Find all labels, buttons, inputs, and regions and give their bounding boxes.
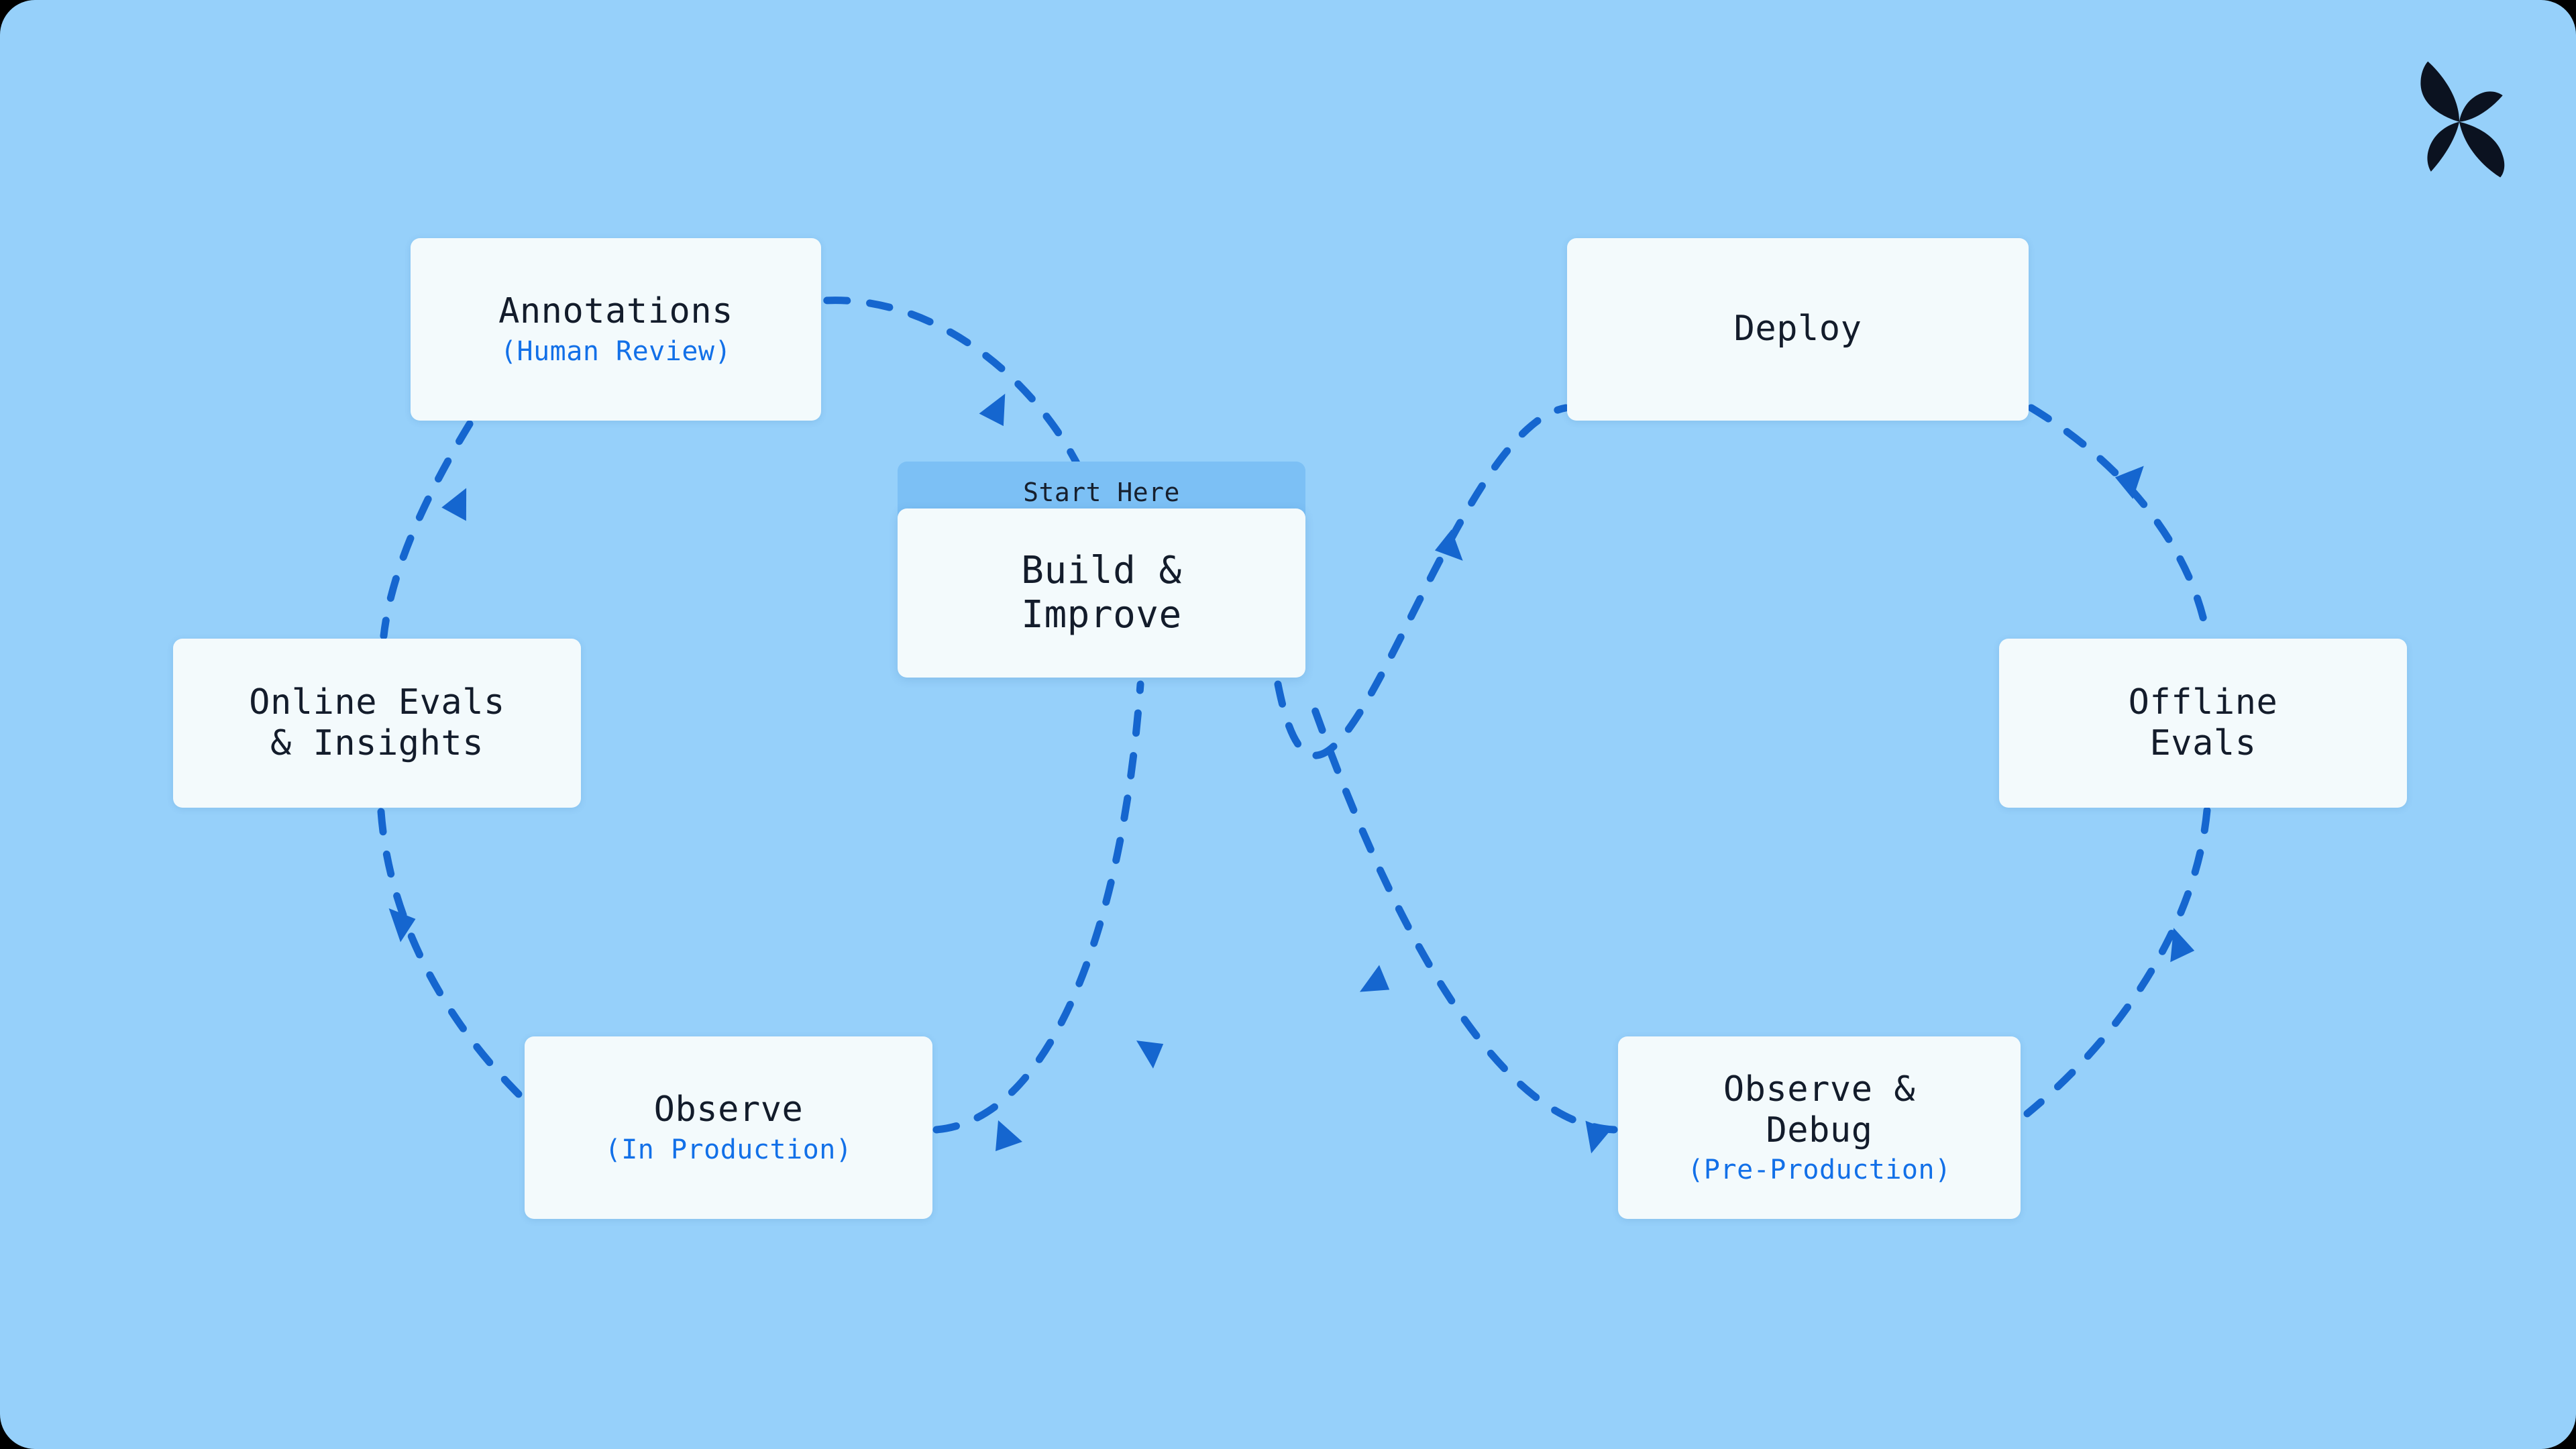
node-observe-production-title: Observe (653, 1089, 804, 1130)
node-annotations-title: Annotations (498, 291, 733, 332)
node-online-evals-title: Online Evals & Insights (249, 682, 505, 763)
logo-petal-lower-left (2427, 121, 2459, 172)
node-annotations[interactable]: Annotations (Human Review) (411, 238, 821, 421)
node-observe-debug-subtitle: (Pre-Production) (1687, 1155, 1951, 1186)
arrow-offline-to-observe-debug (2023, 806, 2211, 1118)
node-observe-production-subtitle: (In Production) (604, 1134, 853, 1165)
arrowhead-to-build-right (1585, 1120, 1611, 1154)
arrow-build-to-deploy (1274, 404, 1570, 759)
arize-phoenix-logo (2420, 61, 2505, 178)
node-build-improve[interactable]: Build & Improve (898, 508, 1305, 678)
node-build-improve-title: Build & Improve (1021, 548, 1182, 637)
logo-petal-upper-right (2459, 91, 2503, 122)
node-observe-debug-title: Observe & Debug (1723, 1069, 1916, 1150)
node-observe-production[interactable]: Observe (In Production) (525, 1036, 932, 1219)
arrowhead-to-build-left (996, 1120, 1022, 1151)
node-online-evals[interactable]: Online Evals & Insights (173, 639, 581, 808)
node-offline-evals-title: Offline Evals (2128, 682, 2278, 763)
node-deploy[interactable]: Deploy (1567, 238, 2029, 421)
arrowhead-to-online-evals (441, 488, 467, 521)
arrow-online-to-observe (377, 808, 529, 1104)
node-build-improve-group[interactable]: Start Here Build & Improve (898, 462, 1305, 678)
arrowhead-to-annotations (979, 393, 1006, 427)
arrow-build-to-annotations (821, 297, 1084, 474)
arrow-observe-to-build (932, 680, 1144, 1134)
node-annotations-subtitle: (Human Review) (500, 335, 732, 367)
arrowhead-to-build-right2 (1359, 965, 1390, 992)
arrowhead-to-observe-debug (2170, 928, 2195, 963)
arrow-annotations-to-online (380, 420, 474, 640)
arrow-deploy-to-offline (2027, 404, 2211, 640)
arrowhead-to-deploy (1434, 529, 1463, 561)
logo-petal-upper-left (2420, 61, 2459, 122)
arrow-observe-debug-to-build (1304, 687, 1618, 1134)
arrowhead-to-observe-prod (388, 908, 416, 943)
node-offline-evals[interactable]: Offline Evals (1999, 639, 2407, 808)
logo-petal-lower-right (2459, 121, 2505, 178)
node-deploy-title: Deploy (1733, 309, 1862, 350)
arrowhead-to-offline (2114, 466, 2144, 499)
node-observe-debug[interactable]: Observe & Debug (Pre-Production) (1618, 1036, 2021, 1219)
arrowhead-to-build-left2 (1136, 1040, 1164, 1069)
start-here-label: Start Here (1023, 478, 1180, 507)
